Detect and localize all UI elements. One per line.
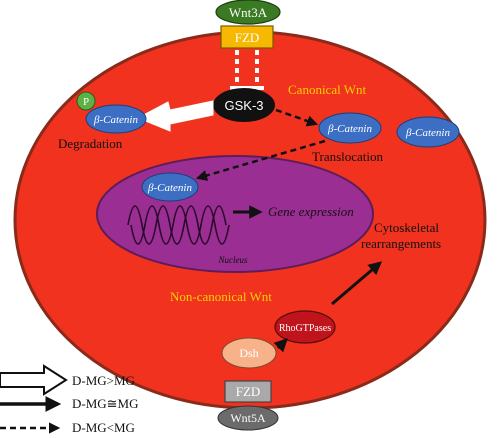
phosphate-label: P — [83, 96, 89, 108]
translocation-label: Translocation — [312, 149, 384, 164]
dsh-label: Dsh — [239, 346, 258, 360]
beta-catenin-mid — [318, 112, 382, 144]
rhogtpases-node — [274, 310, 336, 344]
beta-catenin-nucleus — [141, 172, 199, 202]
rhogtpases-label: RhoGTPases — [279, 323, 331, 334]
canonical-wnt-label: Canonical Wnt — [288, 82, 366, 97]
fzd-receptor-bottom — [224, 380, 272, 403]
open-arrow-to-degradation — [136, 100, 214, 132]
beta-catenin-nucleus-label: β-Catenin — [147, 182, 192, 194]
rho-to-cytoskeletal-arrow — [331, 261, 383, 306]
beta-catenin-left — [85, 104, 147, 134]
legend-label-2: D-MG≅MG — [72, 396, 139, 411]
gene-expression-label: Gene expression — [268, 204, 354, 219]
legend-label-1: D-MG>MG — [72, 373, 135, 388]
degradation-label: Degradation — [58, 136, 123, 151]
dsh-node — [221, 337, 277, 369]
wnt5a-ligand — [217, 405, 279, 431]
wnt3a-label: Wnt3A — [229, 5, 268, 20]
fzd-receptor-top — [220, 25, 274, 49]
gsk3-node — [213, 88, 275, 122]
beta-catenin-right — [396, 116, 460, 148]
legend: D-MG>MG D-MG≅MG D-MG<MG — [0, 364, 139, 435]
phosphate-p — [76, 91, 96, 111]
legend-label-3: D-MG<MG — [72, 420, 135, 435]
gsk3-label: GSK-3 — [224, 98, 263, 113]
cytoskeletal-line2: rearrangements — [361, 236, 441, 251]
beta-catenin-right-label: β-Catenin — [405, 127, 450, 139]
wnt3a-ligand — [215, 0, 281, 25]
beta-catenin-left-label: β-Catenin — [93, 114, 138, 126]
wnt5a-label: Wnt5A — [230, 411, 266, 425]
dashed-arrow-gsk-to-catenin — [275, 108, 319, 127]
dsh-to-rho-arrow — [273, 338, 288, 353]
fzd-top-label: FZD — [235, 30, 260, 45]
fzd-bottom-label: FZD — [236, 384, 261, 399]
dashed-arrow-translocation — [195, 139, 326, 181]
noncanonical-wnt-label: Non-canonical Wnt — [170, 289, 272, 304]
beta-catenin-mid-label: β-Catenin — [327, 123, 372, 135]
dna-helix-strand-b — [130, 205, 230, 245]
legend-open-arrow — [0, 364, 68, 396]
nucleus-label: Nucleus — [218, 255, 248, 265]
cytoskeletal-line1: Cytoskeletal — [374, 220, 439, 235]
